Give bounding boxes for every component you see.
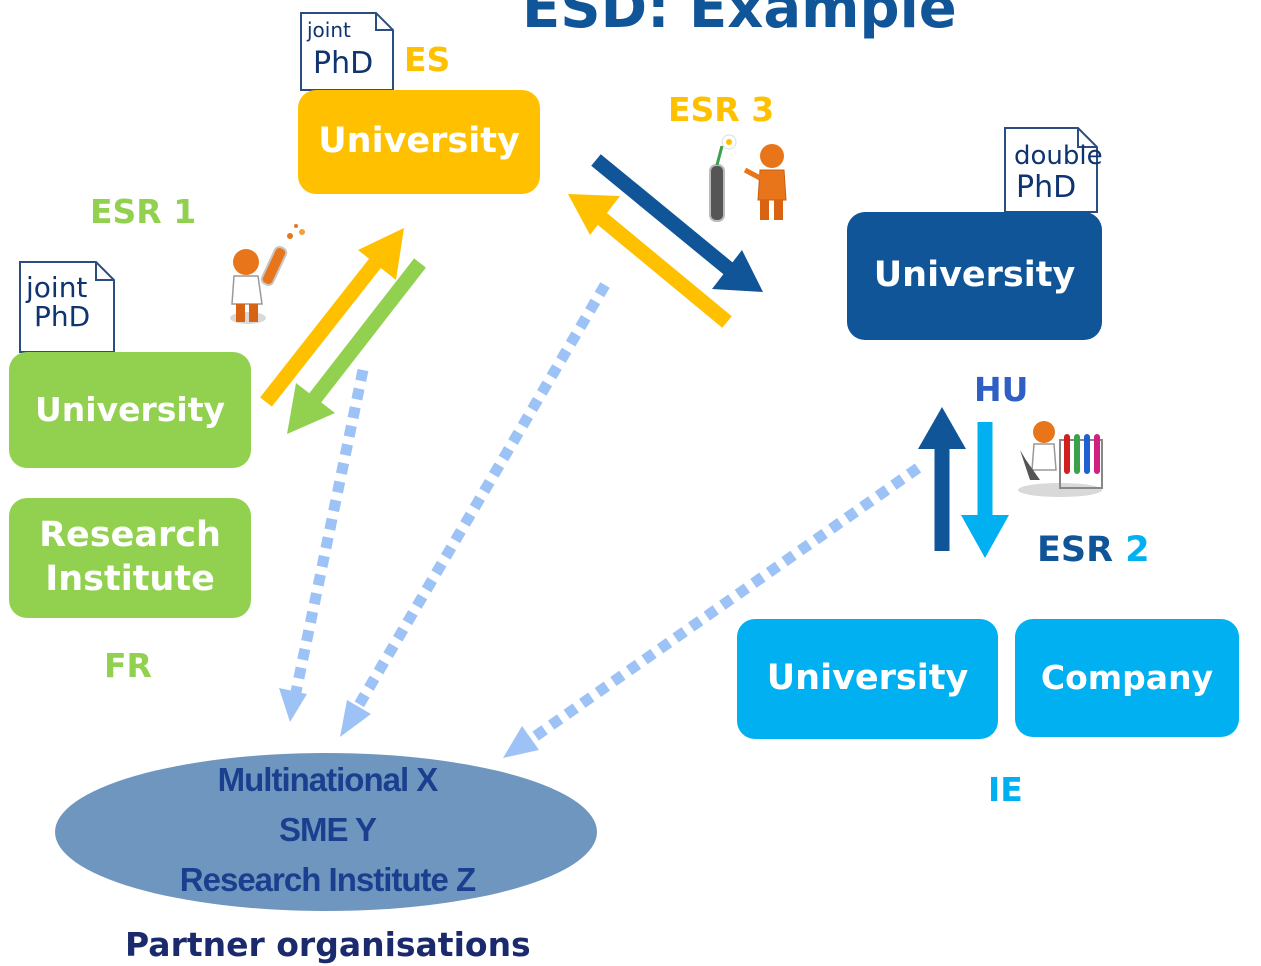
partner-organisations-caption: Partner organisations [125, 925, 531, 964]
hu-country-label: HU [974, 370, 1029, 409]
fr-institute-line1: Research [39, 515, 221, 556]
dotted-arrow-es-to-partners [340, 282, 610, 737]
partner-ellipse [55, 753, 597, 911]
fr-doc-line1: joint [26, 271, 88, 304]
researcher-flower-icon [709, 134, 787, 222]
es-university-box: University [298, 90, 540, 194]
fr-country-label: FR [104, 646, 152, 685]
esr2-number: 2 [1125, 530, 1150, 570]
ie-company-box: Company [1015, 619, 1239, 737]
document-icon-fr [19, 261, 115, 353]
esr2-label: ESR 2 [1037, 530, 1150, 570]
arrow-ie-to-hu [918, 407, 966, 551]
document-icon-hu [1004, 127, 1098, 213]
researcher-microscope-icon [1018, 421, 1103, 497]
dotted-arrow-fr-to-partners [279, 368, 369, 722]
partner-line-3: Research Institute Z [179, 861, 476, 898]
fr-institute-line2: Institute [45, 559, 215, 599]
fr-university-box: University [9, 352, 251, 468]
hu-university-box: University [847, 212, 1102, 340]
arrow-es-to-fr [287, 258, 426, 434]
researcher-test-tube-icon [230, 224, 305, 324]
esr1-label: ESR 1 [90, 192, 197, 231]
arrow-hu-to-ie [961, 422, 1009, 558]
hu-doc-line2: PhD [1016, 170, 1077, 205]
document-icon-es [300, 12, 394, 91]
dotted-arrow-hu-to-partners [503, 463, 922, 758]
es-doc-line2: PhD [313, 46, 374, 81]
partner-line-1: Multinational X [217, 761, 439, 798]
arrow-fr-to-es [260, 228, 404, 407]
arrow-hu-to-es [568, 194, 732, 328]
hu-doc-line1: double [1014, 141, 1103, 171]
fr-doc-line2: PhD [34, 300, 91, 333]
ie-country-label: IE [988, 770, 1023, 809]
esr3-label: ESR 3 [668, 90, 775, 129]
partner-line-2: SME Y [278, 811, 377, 848]
page-title: ESD: Example [522, 0, 957, 41]
ie-university-box: University [737, 619, 998, 739]
es-country-label: ES [404, 40, 451, 79]
fr-research-institute-box: Research Institute [9, 498, 251, 618]
es-doc-line1: joint [307, 18, 351, 42]
arrow-es-to-hu [591, 154, 763, 292]
esr2-prefix: ESR [1037, 530, 1114, 570]
